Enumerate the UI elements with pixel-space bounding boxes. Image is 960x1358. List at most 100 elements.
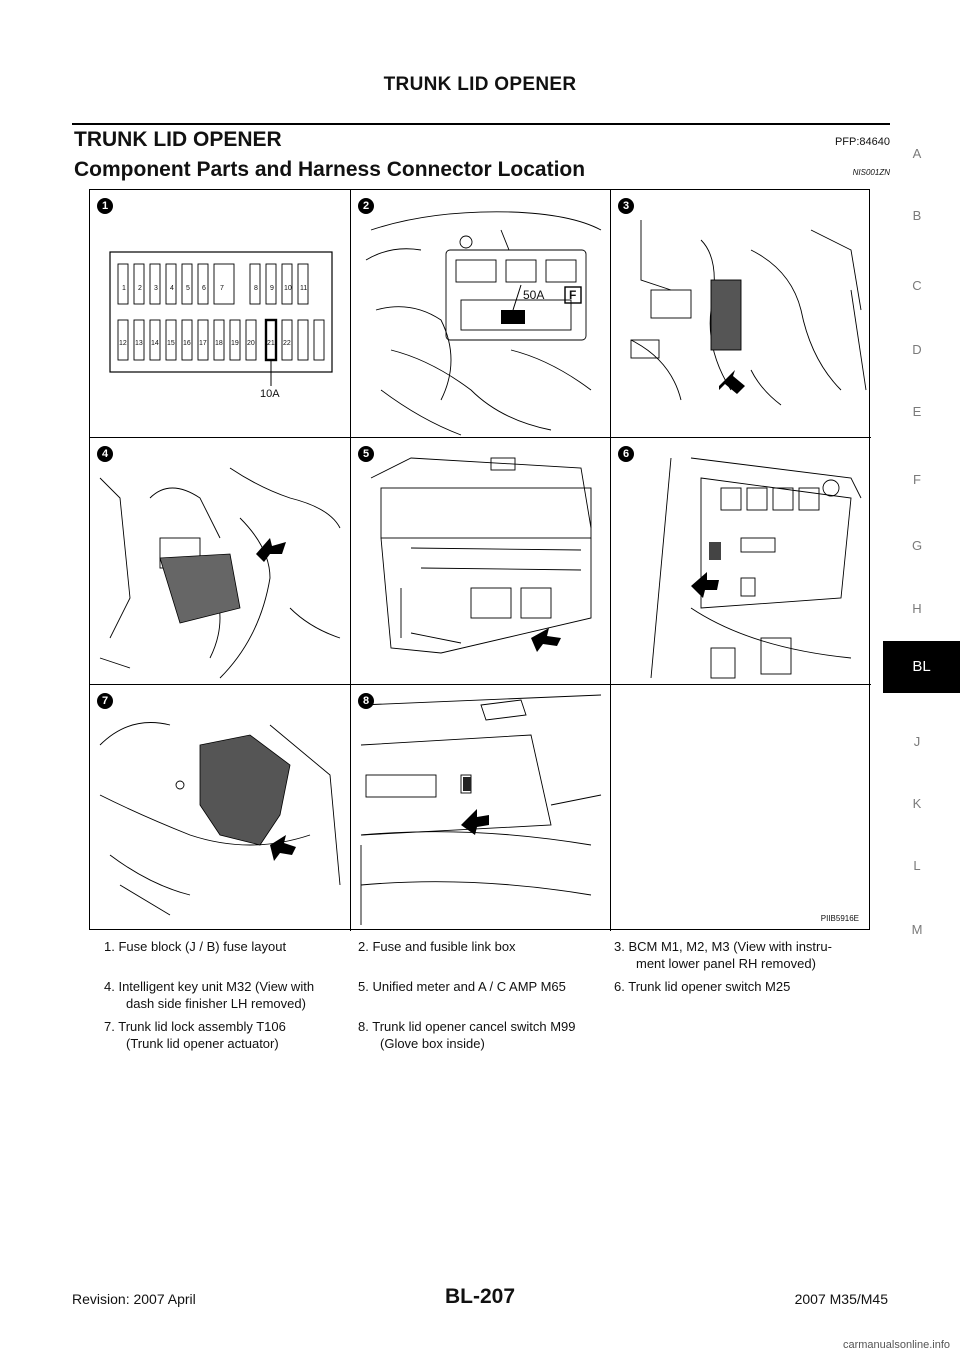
section-title: TRUNK LID OPENER: [74, 128, 282, 151]
fuse-callout-label: 10A: [260, 388, 280, 400]
panel-intelligent-key-unit: 4: [90, 438, 350, 685]
trunk-lid-lock-illustration: [99, 722, 341, 916]
fuse-number: 4: [170, 285, 174, 292]
fuse-number: 9: [270, 285, 274, 292]
unified-meter-illustration: [370, 457, 592, 654]
grid-divider: [350, 190, 351, 931]
fuse-number: 11: [300, 285, 308, 292]
panel-badge-4: 4: [97, 446, 113, 462]
legend-item: 3. BCM M1, M2, M3 (View with instru- men…: [614, 938, 832, 972]
legend-item-number: 1.: [104, 939, 115, 954]
legend-item-text-cont: dash side finisher LH removed): [126, 996, 306, 1011]
legend-item-text: Fuse and fusible link box: [372, 939, 516, 954]
sidebar-tab-d[interactable]: D: [912, 342, 922, 357]
page-header-title: TRUNK LID OPENER: [383, 74, 577, 95]
fuse-number: 12: [119, 340, 127, 347]
footer-page-number: BL-207: [444, 1285, 516, 1308]
figure-id: PIIB5916E: [820, 914, 859, 923]
footer-model: 2007 M35/M45: [794, 1291, 888, 1307]
component-location-figure: 1 1 2 3 4 5 6 7: [89, 189, 871, 932]
sidebar-tab-j[interactable]: J: [913, 734, 921, 749]
panel-trunk-lid-cancel-switch: 8: [351, 685, 611, 932]
fuse-number: 17: [199, 340, 207, 347]
legend-item: 2. Fuse and fusible link box: [358, 938, 516, 955]
legend-item-text: Trunk lid opener cancel switch M99: [372, 1019, 576, 1034]
fuse-number: 10: [284, 285, 292, 292]
sidebar-tab-l[interactable]: L: [913, 858, 921, 873]
footer-revision: Revision: 2007 April: [72, 1291, 196, 1307]
sidebar-tab-e[interactable]: E: [912, 404, 922, 419]
fuse-number: 18: [215, 340, 223, 347]
panel-fusible-link-box: 2 50A F: [351, 190, 611, 437]
legend-item-number: 8.: [358, 1019, 369, 1034]
fuse-number: 8: [254, 285, 258, 292]
legend-item-number: 6.: [614, 979, 625, 994]
trunk-lid-opener-switch-illustration: [650, 457, 862, 679]
fuse-number: 7: [220, 285, 224, 292]
fuse-number: 20: [247, 340, 255, 347]
legend-item-number: 5.: [358, 979, 369, 994]
cancel-switch-illustration: [360, 694, 602, 925]
legend-item-number: 3.: [614, 939, 625, 954]
grid-divider: [90, 684, 871, 685]
fuse-number: 19: [231, 340, 239, 347]
legend-item: 5. Unified meter and A / C AMP M65: [358, 978, 566, 995]
fuse-number: 14: [151, 340, 159, 347]
panel-badge-5: 5: [358, 446, 374, 462]
sidebar-tab-g[interactable]: G: [911, 538, 923, 553]
legend-item: 6. Trunk lid opener switch M25: [614, 978, 790, 995]
panel-badge-2: 2: [358, 198, 374, 214]
panel-badge-1: 1: [97, 198, 113, 214]
fuse-number: 2: [138, 285, 142, 292]
legend-item-text: Trunk lid lock assembly T106: [118, 1019, 286, 1034]
sidebar-tab-b[interactable]: B: [912, 208, 922, 223]
panel-unified-meter: 5: [351, 438, 611, 685]
fuse-number: 16: [183, 340, 191, 347]
legend-item: 1. Fuse block (J / B) fuse layout: [104, 938, 286, 955]
legend-item-text: Unified meter and A / C AMP M65: [372, 979, 566, 994]
legend-item: 4. Intelligent key unit M32 (View with d…: [104, 978, 314, 1012]
fuse-number: 3: [154, 285, 158, 292]
legend-item: 8. Trunk lid opener cancel switch M99 (G…: [358, 1018, 576, 1052]
fuse-block-illustration: [109, 251, 333, 386]
panel-badge-7: 7: [97, 693, 113, 709]
fusible-link-box-illustration: [365, 211, 602, 436]
panel-trunk-lid-opener-switch: 6: [611, 438, 871, 685]
bcm-illustration: [630, 220, 867, 406]
legend-item-text-cont: (Trunk lid opener actuator): [126, 1036, 279, 1051]
legend-item-text: Intelligent key unit M32 (View with: [118, 979, 315, 994]
sidebar-tab-m[interactable]: M: [911, 922, 923, 937]
grid-divider: [90, 437, 871, 438]
fuse-number: 21: [267, 340, 275, 347]
intelligent-key-unit-illustration: [99, 467, 341, 679]
panel-bcm: 3: [611, 190, 871, 437]
panel-trunk-lid-lock-assembly: 7: [90, 685, 350, 932]
legend-item-text: BCM M1, M2, M3 (View with instru-: [628, 939, 832, 954]
legend-item-number: 7.: [104, 1019, 115, 1034]
sidebar-tab-c[interactable]: C: [912, 278, 922, 293]
fuse-number: 1: [122, 285, 126, 292]
panel-fuse-layout: 1 1 2 3 4 5 6 7: [90, 190, 350, 437]
watermark: carmanualsonline.info: [842, 1339, 950, 1351]
legend-item-text: Fuse block (J / B) fuse layout: [118, 939, 287, 954]
subsection-code: NIS001ZN: [852, 168, 890, 177]
sidebar-tab-k[interactable]: K: [912, 796, 922, 811]
fusible-link-callout: 50A: [523, 288, 545, 302]
legend-item-text-cont: ment lower panel RH removed): [636, 956, 816, 971]
sidebar-tab-f[interactable]: F: [913, 472, 921, 487]
fuse-number: 15: [167, 340, 175, 347]
fusible-link-letter: F: [569, 288, 577, 302]
subsection-title: Component Parts and Harness Connector Lo…: [74, 158, 586, 181]
sidebar-tab-bl-active[interactable]: BL: [883, 641, 960, 693]
legend-item-text-cont: (Glove box inside): [380, 1036, 485, 1051]
fuse-number: 5: [186, 285, 190, 292]
fuse-number: 6: [202, 285, 206, 292]
header-rule: [72, 123, 890, 125]
legend-item-number: 4.: [104, 979, 115, 994]
sidebar-tab-a[interactable]: A: [912, 146, 922, 161]
panel-badge-3: 3: [618, 198, 634, 214]
sidebar-tab-h[interactable]: H: [912, 601, 922, 616]
legend-item-text: Trunk lid opener switch M25: [628, 979, 791, 994]
fuse-number: 22: [283, 340, 291, 347]
legend-item-number: 2.: [358, 939, 369, 954]
